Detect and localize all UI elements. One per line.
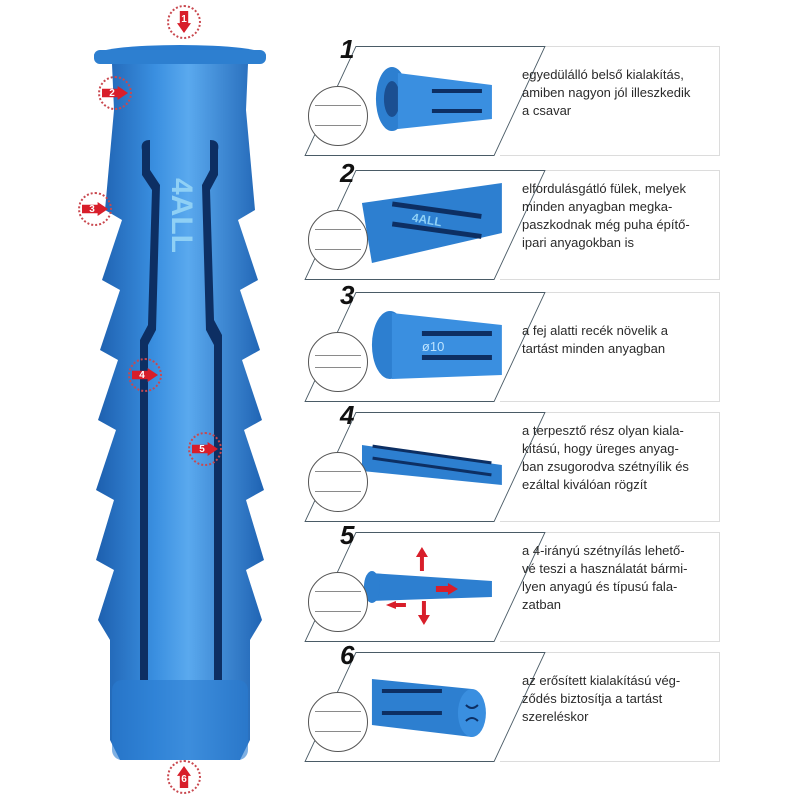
arrow-right-icon: 5 — [192, 442, 218, 456]
wall-plug-icon: 4ALL — [94, 45, 266, 760]
feature-description: a terpesztő rész olyan kiala- kítású, ho… — [522, 423, 689, 492]
cross-section-icon — [308, 452, 368, 512]
feature-panel-1: 1 egyedülálló belső kialakítás, amiben n… — [300, 34, 720, 158]
feature-image-frame: ø10 — [304, 292, 546, 402]
expansion-zone-image — [361, 425, 502, 505]
arrow-right-icon: 2 — [102, 86, 128, 100]
feature-description: egyedülálló belső kialakítás, amiben nag… — [522, 67, 691, 118]
callout-6: 6 — [167, 760, 201, 794]
callout-4: 4 — [128, 358, 162, 392]
feature-number: 5 — [340, 520, 355, 550]
callout-1: 1 — [167, 5, 201, 39]
feature-description: elfordulásgátló fülek, melyek minden any… — [522, 181, 690, 250]
callout-2: 2 — [98, 76, 132, 110]
cross-section-icon — [308, 332, 368, 392]
feature-panel-4: 4 a terpesztő rész olyan kiala- kítású, … — [300, 400, 720, 524]
cross-section-icon — [308, 86, 368, 146]
feature-image-frame — [304, 652, 546, 762]
feature-image-frame: 4ALL — [304, 170, 546, 280]
feature-panel-6: 6 az erősített kialakítású vég- ződés bi… — [300, 640, 720, 764]
arrow-right-icon: 3 — [82, 202, 108, 216]
svg-text:4ALL: 4ALL — [411, 210, 443, 229]
anchor-head-image — [362, 59, 502, 139]
arrow-down-icon: 1 — [177, 11, 191, 33]
feature-description: a 4-irányú szétnyílás lehető- vé teszi a… — [522, 543, 688, 612]
anchor-illustration: 4ALL 1 2 3 4 5 6 — [60, 0, 300, 800]
anti-rotation-tabs-image: 4ALL — [361, 183, 502, 263]
arrow-up-icon: 6 — [177, 766, 191, 788]
feature-number: 6 — [340, 640, 355, 670]
callout-5: 5 — [188, 432, 222, 466]
feature-number: 1 — [340, 34, 355, 64]
svg-text:ø10: ø10 — [422, 339, 444, 354]
arrow-right-icon: 4 — [132, 368, 158, 382]
feature-number: 2 — [340, 158, 355, 188]
feature-image-frame — [304, 532, 546, 642]
ribs-under-head-image: ø10 — [362, 305, 502, 385]
feature-panel-2: 4ALL 2 elfordulásgátló fülek, melyek min… — [300, 158, 720, 282]
four-way-expansion-image — [362, 545, 502, 625]
feature-image-frame — [304, 412, 546, 522]
callout-3: 3 — [78, 192, 112, 226]
feature-panel-5: 5 a 4-irányú szétnyílás lehető- vé teszi… — [300, 520, 720, 644]
cross-section-icon — [308, 572, 368, 632]
feature-description: a fej alatti recék növelik a tartást min… — [522, 323, 668, 356]
feature-number: 4 — [340, 400, 355, 430]
cross-section-icon — [308, 692, 368, 752]
feature-description: az erősített kialakítású vég- ződés bizt… — [522, 673, 681, 724]
brand-logo: 4ALL — [165, 178, 198, 253]
cross-section-icon — [308, 210, 368, 270]
feature-image-frame — [304, 46, 546, 156]
feature-panel-3: ø10 3 a fej alatti recék növelik a tartá… — [300, 280, 720, 404]
reinforced-end-image — [362, 665, 502, 745]
feature-number: 3 — [340, 280, 355, 310]
